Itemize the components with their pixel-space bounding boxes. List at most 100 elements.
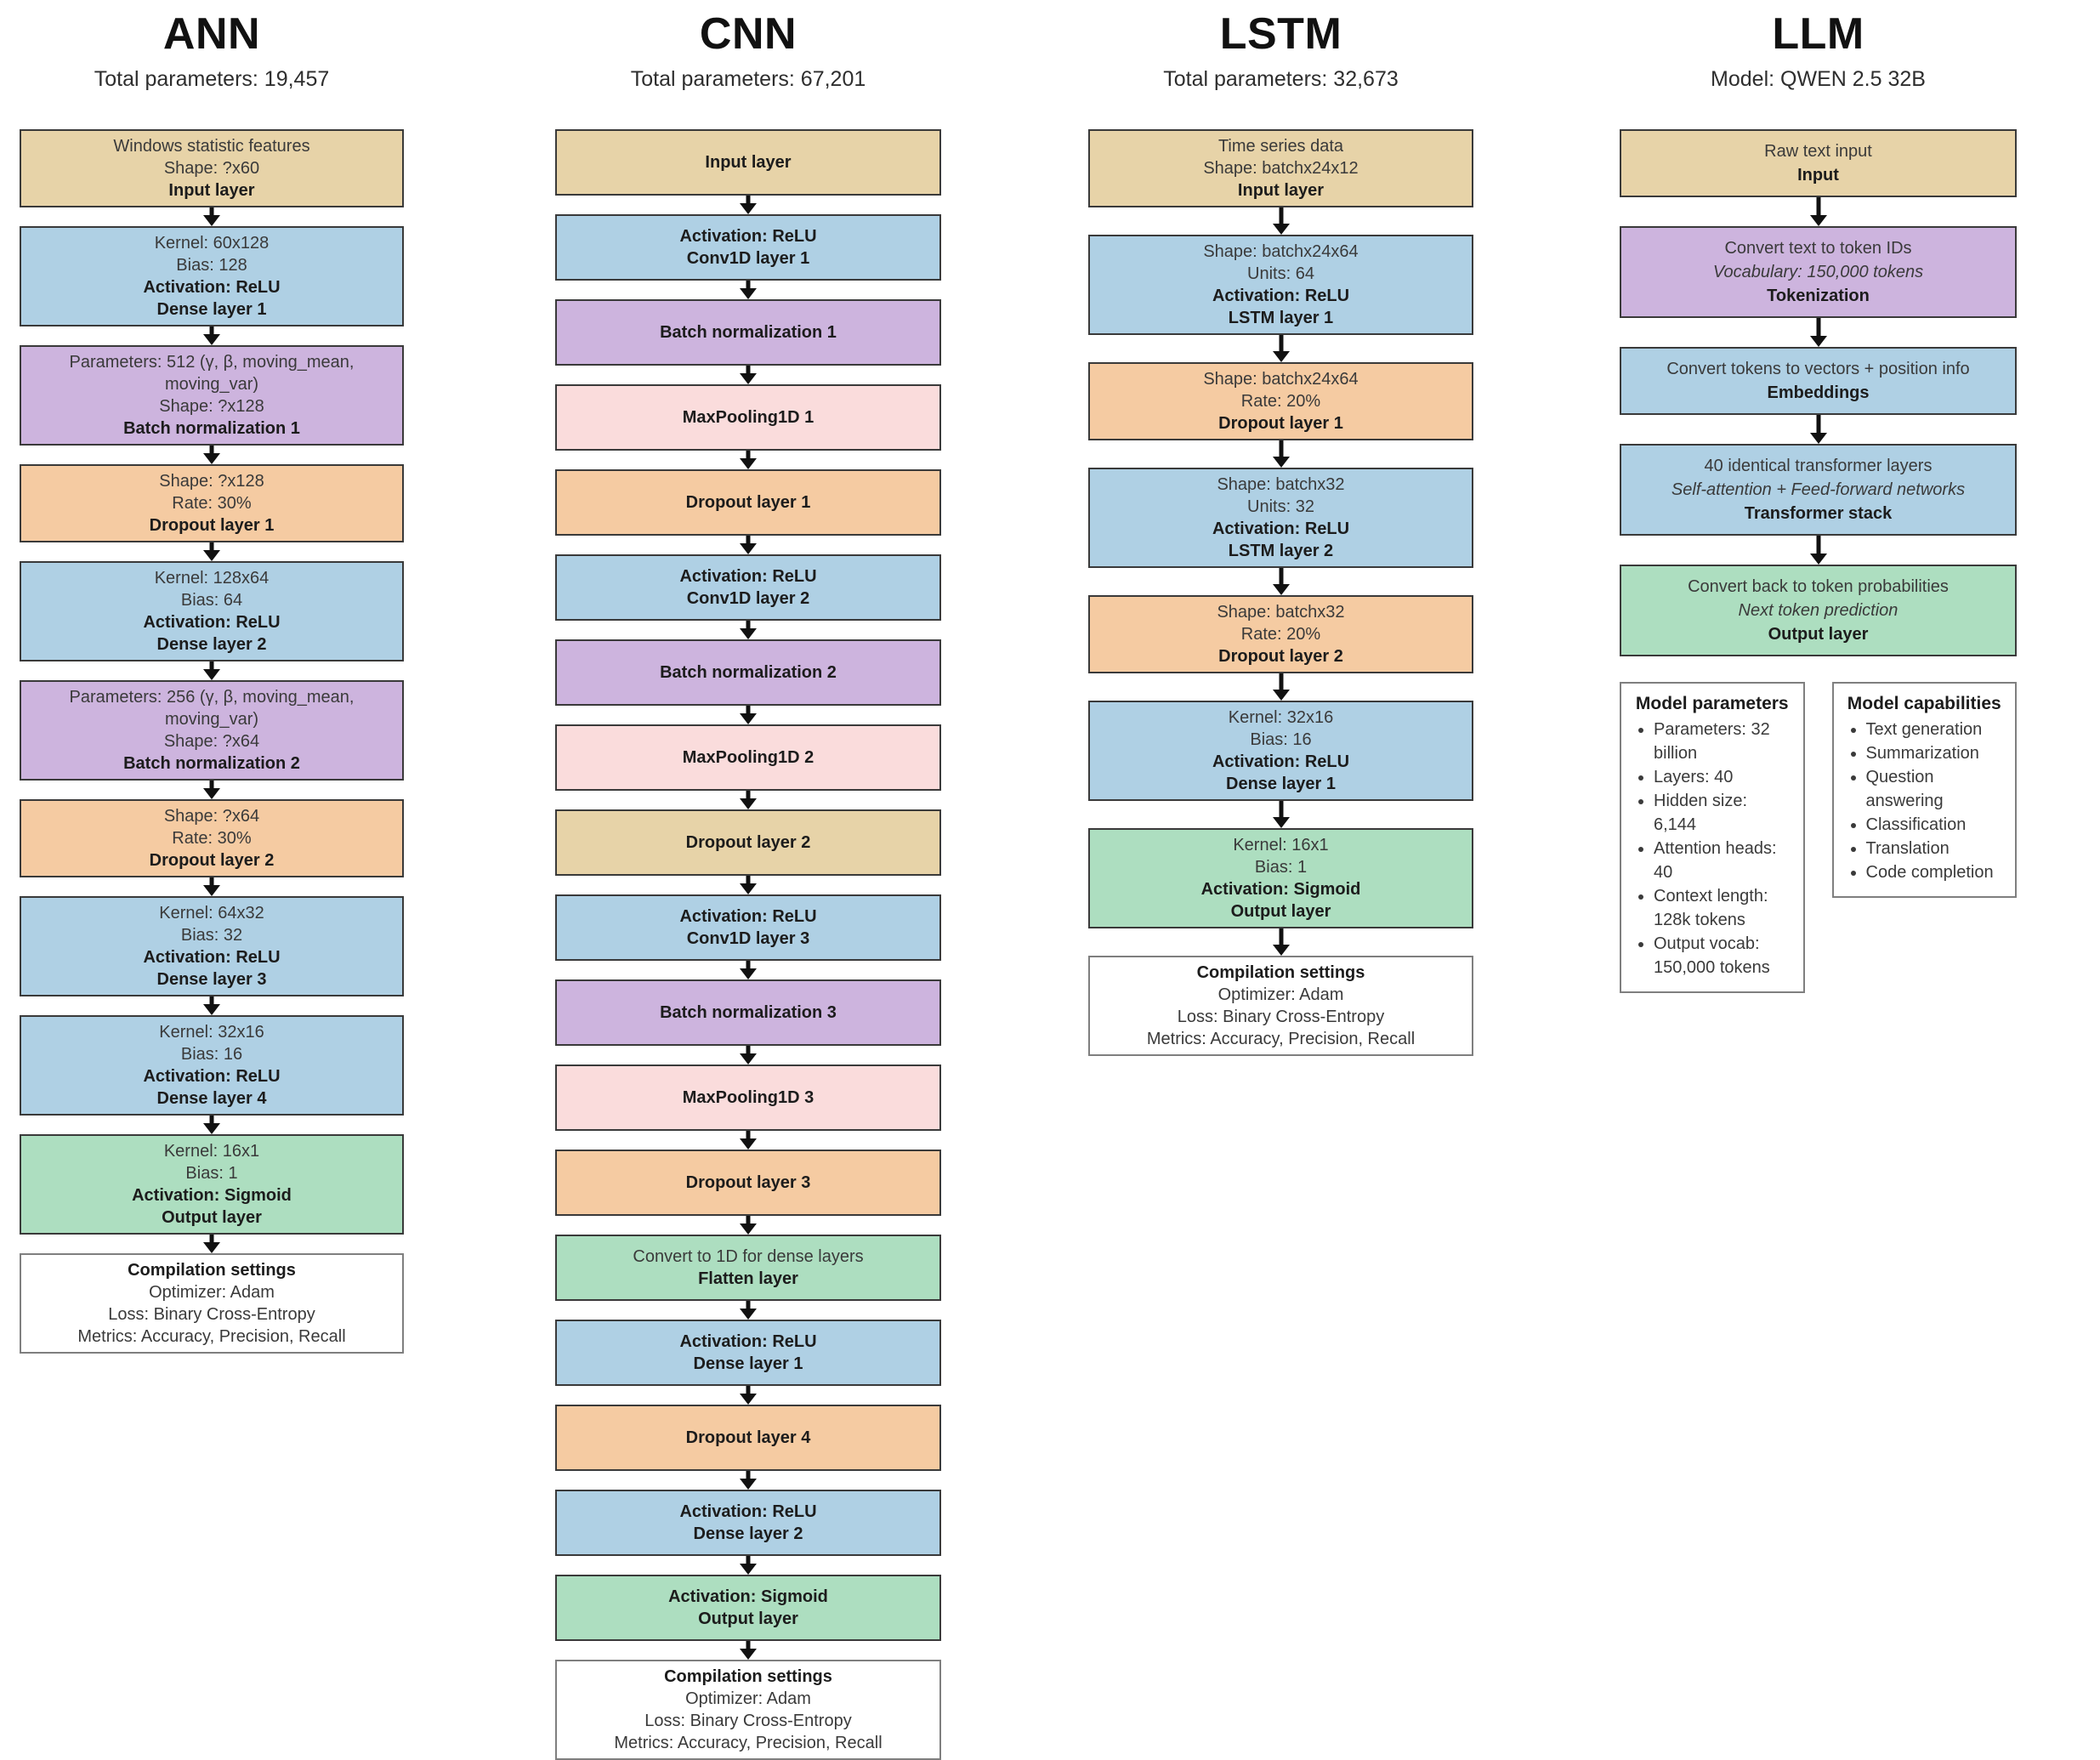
llm-output-layer-line-2: Next token prediction: [1738, 601, 1899, 620]
ann-down-arrow-icon: [20, 446, 404, 464]
cnn-compilation-settings-line-3: Loss: Binary Cross-Entropy: [644, 1712, 852, 1730]
cnn-dense-layer-1-line-1: Activation: ReLU: [679, 1332, 817, 1351]
llm-model-capabilities-item-5: Translation: [1866, 837, 2007, 860]
llm-tokenization-line-2: Vocabulary: 150,000 tokens: [1712, 263, 1924, 281]
llm-model-parameters-item-6: Output vocab: 150,000 tokens: [1654, 932, 1795, 979]
lstm-down-arrow-icon: [1088, 673, 1473, 701]
cnn-down-arrow-icon: [555, 1216, 941, 1235]
lstm-layer-2-line-3: Activation: ReLU: [1212, 519, 1350, 538]
ann-compilation-settings-line-1: Compilation settings: [128, 1261, 296, 1280]
lstm-dense-layer-1-line-4: Dense layer 1: [1226, 775, 1336, 793]
llm-transformer-stack-line-2: Self-attention + Feed-forward networks: [1671, 480, 1966, 499]
ann-output-layer-line-3: Activation: Sigmoid: [132, 1186, 292, 1205]
cnn-dense-layer-2-line-1: Activation: ReLU: [679, 1502, 817, 1521]
column-title-ann: ANN: [162, 9, 261, 59]
lstm-dense-layer-1-line-3: Activation: ReLU: [1212, 752, 1350, 771]
ann-dense-layer-2-line-2: Bias: 64: [180, 591, 243, 610]
llm-model-parameters: Model parametersParameters: 32 billionLa…: [1620, 682, 1805, 993]
ann-output-layer-line-4: Output layer: [162, 1208, 262, 1227]
llm-tokenization-line-3: Tokenization: [1767, 287, 1870, 305]
cnn-down-arrow-icon: [555, 876, 941, 894]
cnn-dropout-layer-2-line-1: Dropout layer 2: [685, 833, 811, 852]
cnn-down-arrow-icon: [555, 961, 941, 979]
llm-model-parameters-item-3: Hidden size: 6,144: [1654, 789, 1795, 837]
lstm-layer-1-line-1: Shape: batchx24x64: [1203, 242, 1359, 261]
cnn-maxpooling1d-3: MaxPooling1D 3: [555, 1065, 941, 1131]
cnn-batch-normalization-1-line-1: Batch normalization 1: [660, 323, 837, 342]
cnn-conv1d-layer-2-line-1: Activation: ReLU: [679, 567, 817, 586]
cnn-down-arrow-icon: [555, 536, 941, 554]
column-subtitle-llm: Model: QWEN 2.5 32B: [1711, 67, 1926, 91]
lstm-dropout-layer-1-line-2: Rate: 20%: [1240, 392, 1321, 411]
cnn-input-layer: Input layer: [555, 129, 941, 196]
ann-dense-layer-2-line-1: Kernel: 128x64: [154, 569, 270, 588]
llm-info-row: Model parametersParameters: 32 billionLa…: [1620, 682, 2017, 993]
llm-embeddings-line-1: Convert tokens to vectors + position inf…: [1666, 360, 1970, 378]
lstm-dropout-layer-2-line-1: Shape: batchx32: [1217, 603, 1345, 622]
llm-down-arrow-icon: [1620, 536, 2017, 565]
ann-down-arrow-icon: [20, 1235, 404, 1253]
llm-model-parameters-item-2: Layers: 40: [1654, 765, 1795, 789]
cnn-conv1d-layer-1: Activation: ReLU Conv1D layer 1: [555, 214, 941, 281]
llm-transformer-stack-line-3: Transformer stack: [1744, 504, 1893, 523]
ann-dense-layer-4-line-2: Bias: 16: [180, 1045, 243, 1064]
cnn-dropout-layer-1: Dropout layer 1: [555, 469, 941, 536]
ann-dense-layer-1-line-1: Kernel: 60x128: [154, 234, 270, 253]
llm-input-line-1: Raw text input: [1764, 142, 1872, 161]
cnn-conv1d-layer-1-line-1: Activation: ReLU: [679, 227, 817, 246]
ann-dense-layer-3-line-2: Bias: 32: [180, 926, 243, 945]
cnn-batch-normalization-3-line-1: Batch normalization 3: [660, 1003, 837, 1022]
lstm-dense-layer-1-line-2: Bias: 16: [1250, 730, 1312, 749]
lstm-input-layer-line-2: Shape: batchx24x12: [1203, 159, 1359, 178]
lstm-dropout-layer-1-line-1: Shape: batchx24x64: [1203, 370, 1359, 389]
ann-down-arrow-icon: [20, 781, 404, 799]
llm-output-layer-line-3: Output layer: [1768, 625, 1869, 644]
llm-down-arrow-icon: [1620, 415, 2017, 444]
ann-dropout-layer-2-line-2: Rate: 30%: [172, 829, 252, 848]
cnn-dropout-layer-4: Dropout layer 4: [555, 1405, 941, 1471]
ann-batch-normalization-1-line-2: Shape: ?x128: [159, 397, 264, 416]
cnn-maxpooling1d-1-line-1: MaxPooling1D 1: [682, 408, 814, 427]
ann-dense-layer-4-line-4: Dense layer 4: [156, 1089, 267, 1108]
ann-dense-layer-3-line-4: Dense layer 3: [156, 970, 267, 989]
ann-dropout-layer-2-line-3: Dropout layer 2: [149, 851, 275, 870]
cnn-maxpooling1d-2: MaxPooling1D 2: [555, 724, 941, 791]
lstm-output-layer-line-1: Kernel: 16x1: [1233, 836, 1329, 854]
lstm-layer-2-line-2: Units: 32: [1247, 497, 1314, 516]
cnn-conv1d-layer-1-line-2: Conv1D layer 1: [686, 249, 810, 268]
lstm-dropout-layer-1-line-3: Dropout layer 1: [1218, 414, 1343, 433]
cnn-down-arrow-icon: [555, 791, 941, 809]
llm-tokenization-line-1: Convert text to token IDs: [1724, 239, 1912, 258]
lstm-compilation-settings-line-2: Optimizer: Adam: [1217, 985, 1344, 1004]
llm-model-capabilities-item-2: Summarization: [1866, 741, 2007, 765]
ann-dense-layer-3-line-1: Kernel: 64x32: [159, 904, 264, 923]
llm-output-layer-line-1: Convert back to token probabilities: [1688, 577, 1949, 596]
llm-model-capabilities-item-6: Code completion: [1866, 860, 2007, 884]
lstm-down-arrow-icon: [1088, 440, 1473, 468]
ann-dropout-layer-1-line-3: Dropout layer 1: [149, 516, 275, 535]
cnn-batch-normalization-2-line-1: Batch normalization 2: [660, 663, 837, 682]
cnn-batch-normalization-3: Batch normalization 3: [555, 979, 941, 1046]
lstm-compilation-settings-line-4: Metrics: Accuracy, Precision, Recall: [1146, 1030, 1416, 1048]
cnn-down-arrow-icon: [555, 1301, 941, 1320]
llm-model-capabilities-item-3: Question answering: [1866, 765, 2007, 813]
cnn-down-arrow-icon: [555, 366, 941, 384]
ann-batch-normalization-1-line-1: Parameters: 512 (γ, β, moving_mean, movi…: [69, 353, 355, 394]
lstm-layer-1-line-3: Activation: ReLU: [1212, 287, 1350, 305]
